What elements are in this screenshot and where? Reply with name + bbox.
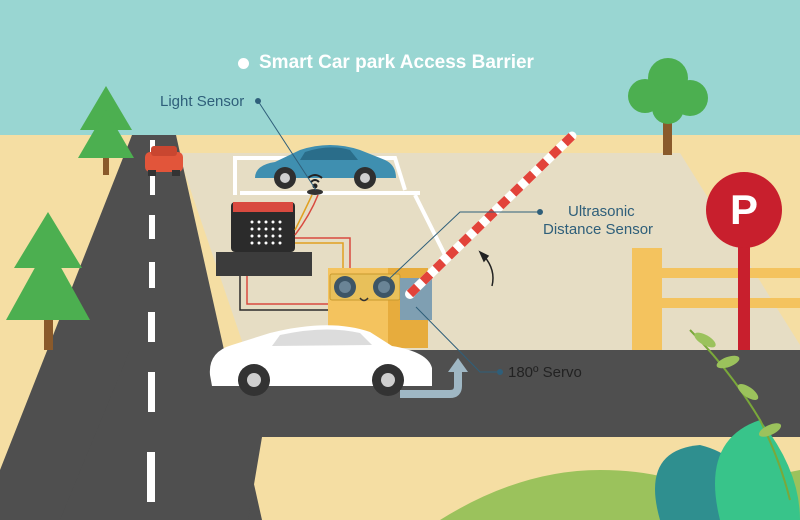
light-sensor-label: Light Sensor — [160, 93, 245, 110]
callout-lines — [255, 98, 543, 375]
blue-car-icon — [255, 145, 396, 189]
vine-leaves — [694, 332, 782, 437]
barrier-arm-stripes — [406, 132, 576, 298]
ultrasonic-sensor — [329, 273, 401, 302]
parking-sign-letter: P — [729, 186, 758, 233]
orange-car-icon — [145, 146, 183, 176]
servo-label: 180º Servo — [508, 364, 582, 381]
microbit-board — [216, 202, 312, 276]
tree-large-icon — [6, 212, 90, 350]
ultrasonic-label-line2: Distance Sensor — [543, 221, 654, 238]
light-sensor — [307, 189, 323, 195]
ultrasonic-label-line1: Ultrasonic — [568, 203, 635, 220]
gate-wall — [632, 248, 800, 350]
page-title: Smart Car park Access Barrier — [238, 52, 534, 74]
vine-icon — [689, 329, 791, 501]
bullet-dot-icon — [238, 57, 249, 69]
parking-sign-icon — [706, 172, 782, 350]
tree-round-icon — [628, 58, 708, 155]
title-text: Smart Car park Access Barrier — [259, 52, 534, 73]
rotation-arrow-icon — [478, 250, 494, 287]
leaf-bright-icon — [715, 420, 800, 520]
turn-arrow-icon — [400, 358, 468, 398]
white-car-icon — [209, 325, 432, 396]
tree-small-icon — [78, 86, 134, 175]
